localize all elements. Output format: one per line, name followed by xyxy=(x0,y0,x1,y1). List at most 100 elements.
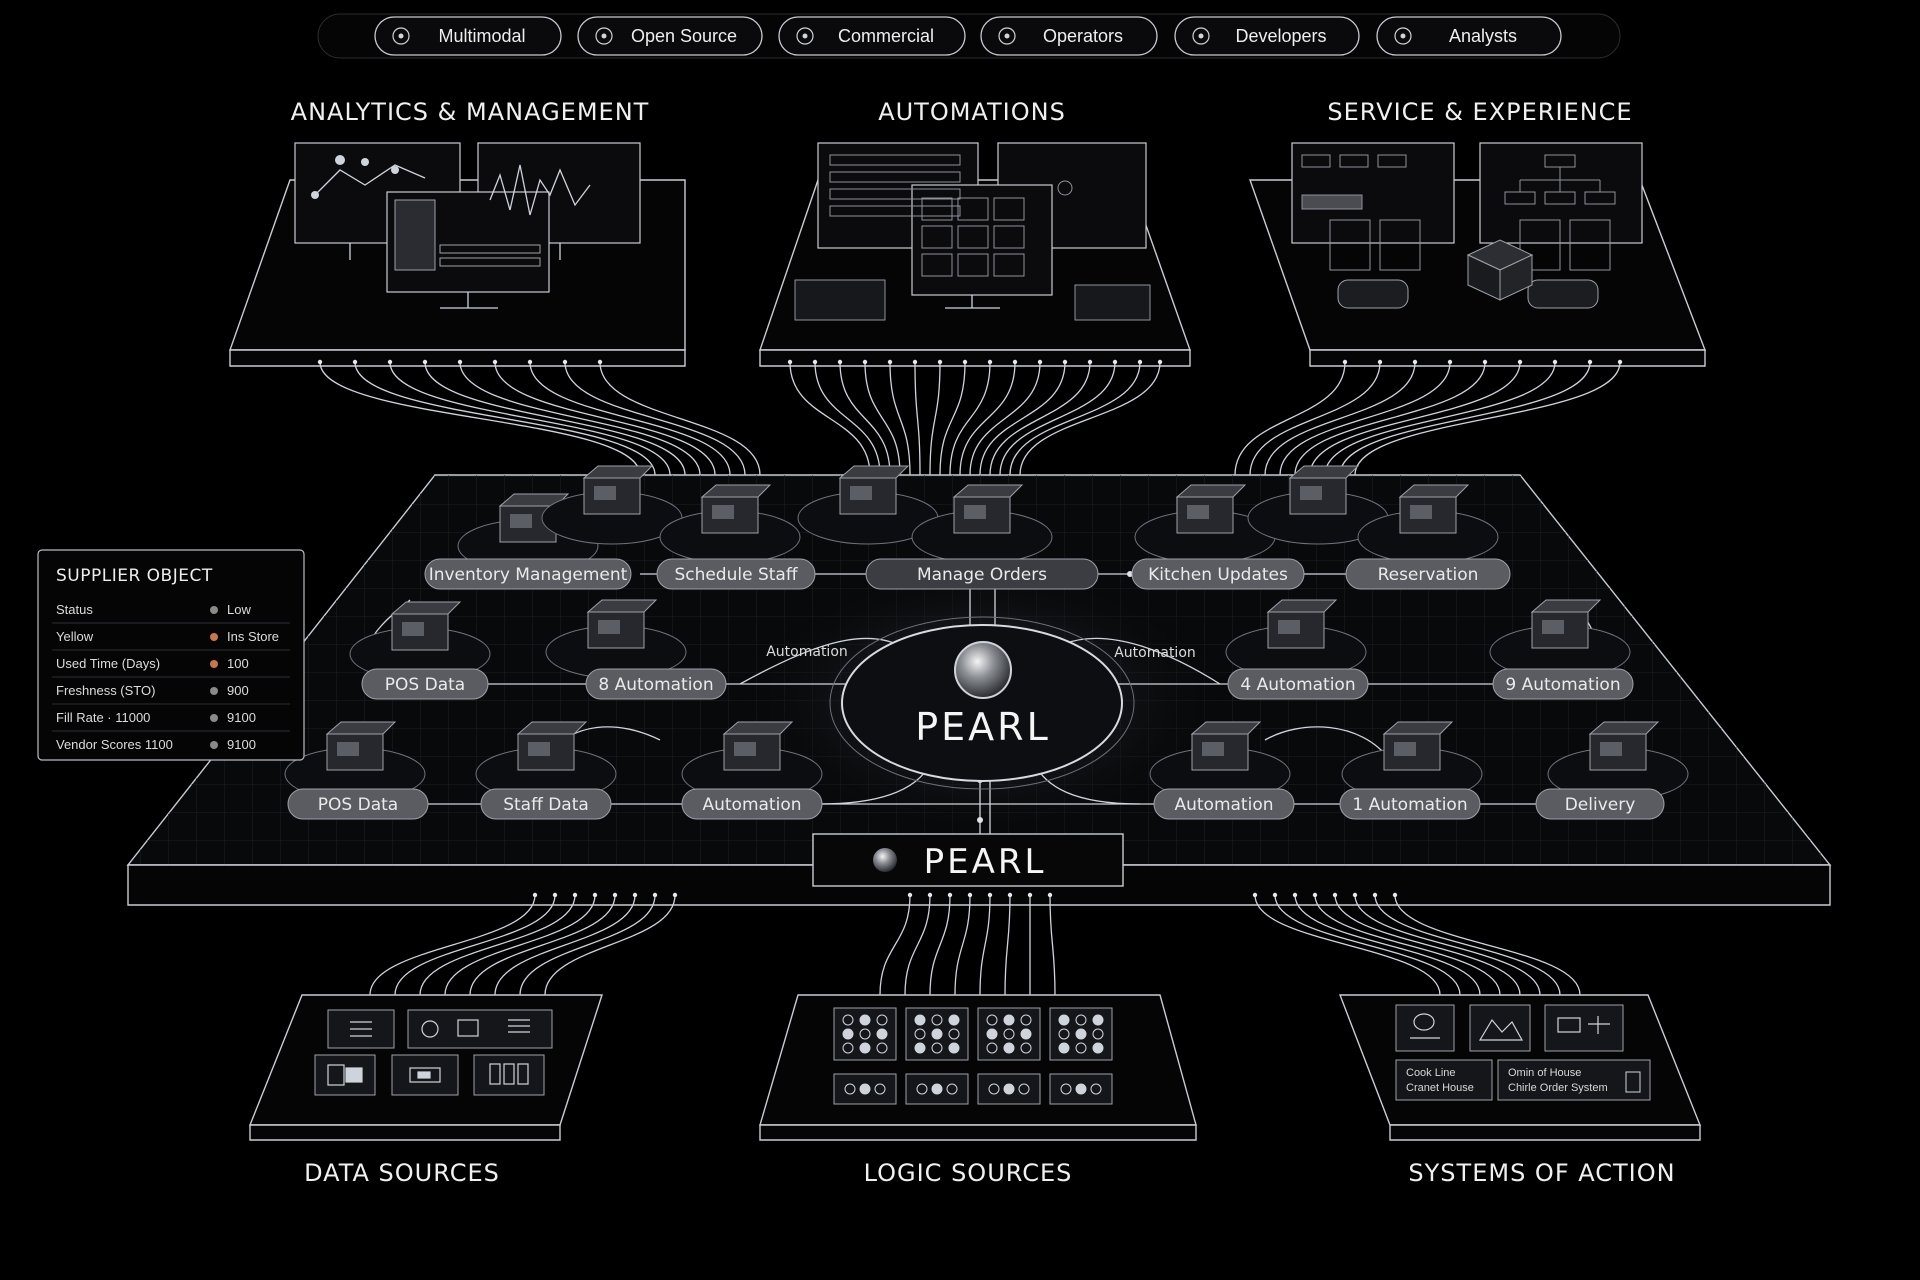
node-inventory-management-label: Inventory Management xyxy=(429,565,628,585)
node-schedule-staff-label: Schedule Staff xyxy=(674,565,798,585)
top-tab-bar: Multimodal Open Source Commercial Operators… xyxy=(317,13,1621,59)
fiber-dot xyxy=(907,892,913,898)
fiber-dot xyxy=(967,892,973,898)
fiber xyxy=(929,361,941,476)
pearl-hub: PEARL xyxy=(829,616,1135,790)
fiber-dot xyxy=(632,892,638,898)
fiber-dot xyxy=(927,892,933,898)
node-row3-4[interactable]: 1 Automation xyxy=(1339,788,1481,820)
fiber xyxy=(469,894,616,996)
node-row3-4-label: 1 Automation xyxy=(1352,795,1467,815)
logic-toggle-icon xyxy=(1049,1073,1113,1105)
section-title-service: SERVICE & EXPERIENCE xyxy=(1327,98,1632,126)
node-row2-0[interactable]: POS Data xyxy=(361,668,489,700)
fiber-dot xyxy=(937,359,943,365)
logic-module-icon xyxy=(905,1007,969,1061)
fiber xyxy=(1354,894,1541,996)
logic-module-icon xyxy=(1049,1007,1113,1061)
node-row2-2[interactable]: 4 Automation xyxy=(1227,668,1369,700)
tab-open-source[interactable]: Open Source xyxy=(577,16,763,56)
fiber xyxy=(989,361,1091,476)
node-row2-3[interactable]: 9 Automation xyxy=(1492,668,1634,700)
supplier-title: SUPPLIER OBJECT xyxy=(56,566,213,586)
node-pedestals xyxy=(284,465,1689,801)
fiber-dot xyxy=(1137,359,1143,365)
tab-developers[interactable]: Developers xyxy=(1174,16,1360,56)
fiber xyxy=(1354,361,1621,476)
node-reservation[interactable]: Reservation xyxy=(1345,558,1511,590)
tab-label: Multimodal xyxy=(438,26,525,46)
node-row3-0-label: POS Data xyxy=(318,795,398,815)
people-icon xyxy=(796,27,814,45)
fiber xyxy=(1294,361,1486,476)
section-title-data-sources: DATA SOURCES xyxy=(304,1159,500,1187)
supplier-row-value: 100 xyxy=(227,656,249,671)
tab-label: Commercial xyxy=(838,26,934,46)
fiber xyxy=(389,361,671,476)
tab-operators[interactable]: Operators xyxy=(980,16,1158,56)
section-title-logic-sources: LOGIC SOURCES xyxy=(864,1159,1073,1187)
server-icon xyxy=(1134,484,1276,564)
status-dot xyxy=(210,633,218,641)
fiber-dot xyxy=(987,892,993,898)
fiber-dot xyxy=(962,359,968,365)
node-row3-5[interactable]: Delivery xyxy=(1535,788,1665,820)
section-title-systems-of-action: SYSTEMS OF ACTION xyxy=(1408,1159,1675,1187)
supplier-row-value: Low xyxy=(227,602,251,617)
node-row3-0[interactable]: POS Data xyxy=(287,788,429,820)
fiber xyxy=(839,361,891,476)
fiber xyxy=(814,361,881,476)
fiber-dot xyxy=(1087,359,1093,365)
node-row3-2[interactable]: Automation xyxy=(681,788,823,820)
fiber xyxy=(494,894,636,996)
node-row3-1[interactable]: Staff Data xyxy=(480,788,612,820)
systems-of-action-platform: Cook Line Cranet House Omin of House Chi… xyxy=(1338,994,1702,1141)
tab-multimodal[interactable]: Multimodal xyxy=(374,16,562,56)
robot-icon xyxy=(1341,721,1483,801)
fiber xyxy=(979,894,991,996)
circle-c-icon xyxy=(1394,27,1412,45)
fiber-dot xyxy=(1482,359,1488,365)
node-schedule-staff[interactable]: Schedule Staff xyxy=(656,558,816,590)
fiber-dot xyxy=(1027,892,1033,898)
fiber xyxy=(1274,894,1461,996)
supplier-row-label: Vendor Scores 1100 xyxy=(56,737,173,752)
fiber-dot xyxy=(422,359,428,365)
node-row3-3[interactable]: Automation xyxy=(1153,788,1295,820)
fiber xyxy=(599,361,761,476)
fiber xyxy=(1309,361,1521,476)
fiber-dot xyxy=(527,359,533,365)
fiber xyxy=(1254,894,1441,996)
fiber-dot xyxy=(457,359,463,365)
junction-dot xyxy=(1127,571,1133,577)
supplier-row-label: Used Time (Days) xyxy=(56,656,160,671)
status-dot xyxy=(210,741,218,749)
fiber xyxy=(889,361,911,476)
fiber xyxy=(529,361,731,476)
node-inventory-management[interactable]: Inventory Management xyxy=(424,558,632,590)
system-card1-line2: Cranet House xyxy=(1406,1082,1474,1094)
supplier-row-label: Freshness (STO) xyxy=(56,683,155,698)
node-row3-5-label: Delivery xyxy=(1565,795,1636,815)
node-manage-orders[interactable]: Manage Orders xyxy=(865,558,1099,590)
node-row2-1[interactable]: 8 Automation xyxy=(585,668,727,700)
system-card2-line1: Omin of House xyxy=(1508,1067,1581,1079)
supplier-row-label: Fill Rate · 11000 xyxy=(56,710,150,725)
fiber-dot xyxy=(562,359,568,365)
fiber xyxy=(1264,361,1416,476)
fiber xyxy=(394,894,556,996)
node-row2-1-label: 8 Automation xyxy=(598,675,713,695)
workstation-icon xyxy=(545,599,687,679)
status-dot xyxy=(210,606,218,614)
node-manage-orders-label: Manage Orders xyxy=(917,565,1047,585)
analytics-platform xyxy=(229,142,686,367)
tab-commercial[interactable]: Commercial xyxy=(778,16,966,56)
fiber xyxy=(999,361,1116,476)
node-kitchen-updates[interactable]: Kitchen Updates xyxy=(1131,558,1305,590)
cone-icon xyxy=(541,465,683,545)
tab-analysts[interactable]: Analysts xyxy=(1376,16,1562,56)
fiber xyxy=(939,361,966,476)
